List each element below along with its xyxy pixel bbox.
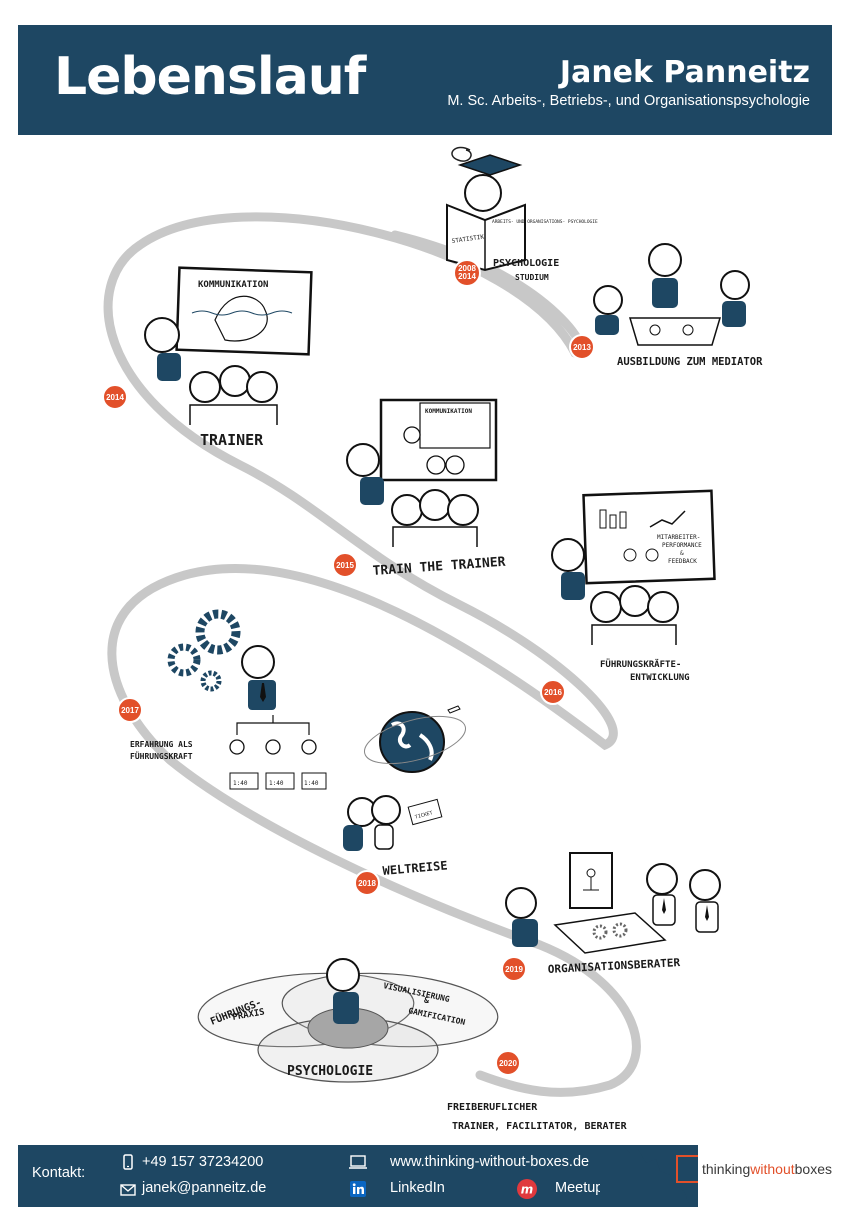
gear-icon bbox=[200, 670, 222, 692]
year-badge-2014 bbox=[102, 384, 128, 410]
email-icon bbox=[120, 1184, 136, 1196]
venn-right-amp: & bbox=[424, 996, 429, 1005]
svg-text:2018: 2018 bbox=[358, 879, 376, 888]
person-name: Janek Panneitz bbox=[559, 55, 810, 90]
gear-icon bbox=[195, 609, 241, 655]
caption-fk-erf-1: ERFAHRUNG ALS bbox=[130, 740, 193, 749]
svg-text:PERFORMANCE: PERFORMANCE bbox=[662, 542, 702, 549]
globe-icon bbox=[379, 711, 445, 773]
graduation-cap-icon bbox=[457, 154, 523, 176]
caption-ttt: TRAIN THE TRAINER bbox=[372, 555, 506, 579]
svg-text:2017: 2017 bbox=[121, 706, 139, 715]
milestone-weltreise: TICKET 2018 WELTREISE bbox=[343, 705, 466, 896]
meetup-icon: m bbox=[517, 1179, 537, 1199]
plane-icon bbox=[447, 705, 461, 714]
caption-freiberuflich-2: TRAINER, FACILITATOR, BERATER bbox=[452, 1121, 628, 1132]
year-badge-2017 bbox=[117, 697, 143, 723]
gear-icon bbox=[167, 643, 201, 677]
milestone-train-the-trainer: KOMMUNIKATION 2015 TRAIN THE TRAINER bbox=[332, 398, 506, 579]
board-label-trainer: KOMMUNIKATION bbox=[198, 280, 268, 290]
header-banner: Lebenslauf Janek Panneitz M. Sc. Arbeits… bbox=[18, 25, 832, 135]
venn-diagram: FÜHRUNGS- PRAXIS VISUALISIERUNG & GAMIFI… bbox=[197, 958, 499, 1083]
svg-text:2016: 2016 bbox=[544, 688, 562, 697]
caption-mediator: AUSBILDUNG ZUM MEDIATOR bbox=[617, 356, 763, 368]
board-label-ttt: KOMMUNIKATION bbox=[425, 408, 472, 415]
year-badge-2008 bbox=[453, 259, 481, 287]
svg-text:m: m bbox=[521, 1183, 534, 1197]
swirl-icon bbox=[451, 146, 472, 162]
caption-weltreise: WELTREISE bbox=[382, 858, 448, 878]
svg-text:2020: 2020 bbox=[499, 1059, 517, 1068]
email-link[interactable]: janek@panneitz.de bbox=[142, 1180, 267, 1196]
svg-text:2014: 2014 bbox=[106, 393, 124, 402]
footer-torn-edge bbox=[600, 1145, 690, 1207]
svg-text:1:40: 1:40 bbox=[233, 780, 248, 787]
phone-number[interactable]: +49 157 37234200 bbox=[142, 1154, 264, 1170]
svg-text:2013: 2013 bbox=[573, 343, 591, 352]
caption-fk-1: FÜHRUNGSKRÄFTE- bbox=[600, 659, 681, 670]
year-badge-2019 bbox=[501, 956, 527, 982]
svg-text:2008: 2008 bbox=[458, 264, 476, 273]
website-link[interactable]: www.thinking-without-boxes.de bbox=[390, 1154, 590, 1170]
phone-icon bbox=[123, 1154, 133, 1170]
milestone-trainer: KOMMUNIKATION 2014 TRAINER bbox=[102, 266, 313, 449]
milestone-fuehrungskraft: 1:40 1:40 1:40 2017 ERFAHRUNG ALS FÜHRUN… bbox=[117, 609, 327, 790]
caption-freiberuflich-1: FREIBERUFLICHER bbox=[447, 1102, 538, 1113]
svg-text:FEEDBACK: FEEDBACK bbox=[668, 558, 697, 565]
year-badge-2013 bbox=[569, 334, 595, 360]
milestone-studium: STATISTIK ARBEITS- UND ORGANISATIONS- PS… bbox=[446, 146, 598, 287]
svg-text:MITARBEITER-: MITARBEITER- bbox=[657, 534, 700, 541]
caption-trainer: TRAINER bbox=[200, 431, 264, 449]
svg-text:1:40: 1:40 bbox=[304, 780, 319, 787]
milestone-fuehrungskraefte: MITARBEITER- PERFORMANCE & FEEDBACK 2016… bbox=[540, 489, 716, 705]
year-badge-2016 bbox=[540, 679, 566, 705]
svg-text:TICKET: TICKET bbox=[414, 810, 433, 820]
person-degree: M. Sc. Arbeits-, Betriebs-, und Organisa… bbox=[447, 93, 810, 109]
year-badge-2015 bbox=[332, 552, 358, 578]
linkedin-link[interactable]: LinkedIn bbox=[390, 1180, 445, 1196]
caption-fk-2: ENTWICKLUNG bbox=[630, 673, 690, 683]
linkedin-icon bbox=[350, 1181, 366, 1197]
book-right-label: ARBEITS- UND ORGANISATIONS- PSYCHOLOGIE bbox=[492, 219, 598, 225]
svg-text:1:40: 1:40 bbox=[269, 780, 284, 787]
venn-bottom-label: PSYCHOLOGIE bbox=[287, 1064, 373, 1079]
caption-fk-erf-2: FÜHRUNGSKRAFT bbox=[130, 751, 193, 761]
contact-label: Kontakt: bbox=[32, 1165, 86, 1181]
svg-text:2019: 2019 bbox=[505, 965, 523, 974]
footer-bar: Kontakt: +49 157 37234200 janek@panneitz… bbox=[18, 1145, 698, 1207]
meetup-link[interactable]: Meetup bbox=[555, 1180, 604, 1196]
timeline-illustration: STATISTIK ARBEITS- UND ORGANISATIONS- PS… bbox=[102, 146, 763, 1132]
caption-studium-2: STUDIUM bbox=[515, 273, 549, 282]
brand-name: thinkingwithoutboxes bbox=[702, 1161, 832, 1177]
book-left-label: STATISTIK bbox=[451, 233, 485, 245]
milestone-freiberuflich: 2020 FREIBERUFLICHER TRAINER, FACILITATO… bbox=[447, 1050, 628, 1132]
student-head-icon bbox=[464, 174, 502, 212]
milestone-organisationsberater: 2019 ORGANISATIONSBERATER bbox=[501, 852, 721, 982]
year-badge-2018 bbox=[354, 870, 380, 896]
svg-text:2014: 2014 bbox=[458, 272, 476, 281]
laptop-icon bbox=[349, 1155, 367, 1169]
milestone-mediator: 2013 AUSBILDUNG ZUM MEDIATOR bbox=[569, 243, 763, 368]
ticket-icon bbox=[407, 798, 443, 826]
year-badge-2020 bbox=[495, 1050, 521, 1076]
svg-text:2015: 2015 bbox=[336, 561, 354, 570]
brand-box-icon bbox=[676, 1155, 698, 1183]
page-title: Lebenslauf bbox=[54, 47, 366, 107]
svg-text:&: & bbox=[680, 550, 684, 557]
caption-studium-1: PSYCHOLOGIE bbox=[493, 258, 559, 269]
